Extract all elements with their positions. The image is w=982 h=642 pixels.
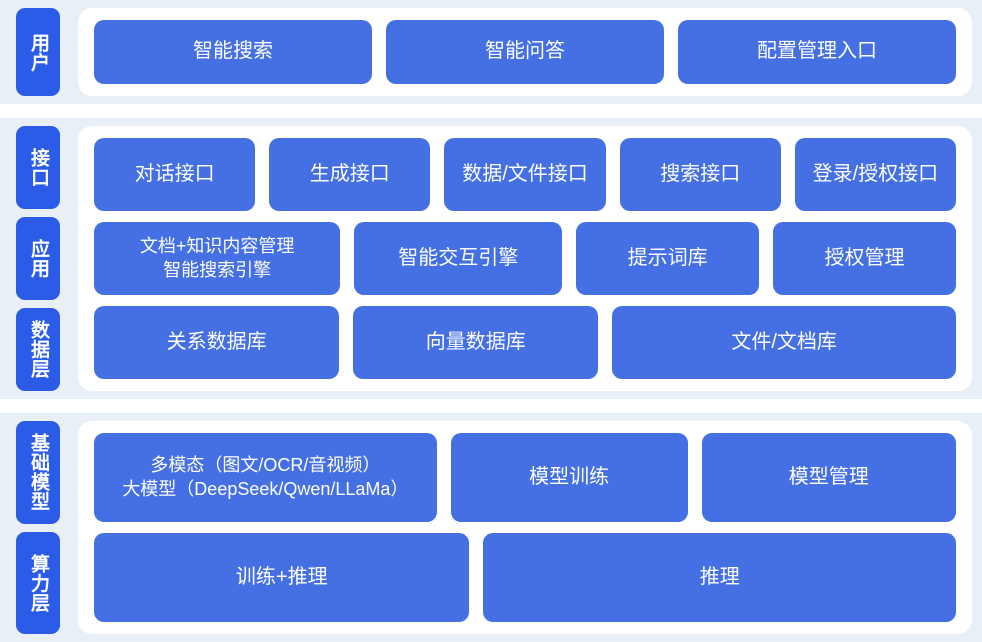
layer-row: 智能搜索智能问答配置管理入口 (94, 20, 956, 84)
layer-tab-column: 接口应用数据层 (16, 126, 60, 391)
capability-box[interactable]: 模型管理 (701, 433, 956, 522)
capability-box[interactable]: 文件/文档库 (612, 306, 956, 379)
layer-tab[interactable]: 应用 (16, 217, 60, 300)
capability-box[interactable]: 训练+推理 (94, 533, 470, 622)
capability-box[interactable]: 搜索接口 (619, 138, 781, 211)
layer-tab[interactable]: 用户 (16, 8, 60, 96)
layer-card: 对话接口生成接口数据/文件接口搜索接口登录/授权接口文档+知识内容管理 智能搜索… (78, 126, 972, 391)
layer-tab[interactable]: 接口 (16, 126, 60, 209)
layer-tab-column: 基础模型算力层 (16, 421, 60, 634)
capability-box[interactable]: 对话接口 (94, 138, 256, 211)
capability-box[interactable]: 推理 (483, 533, 956, 622)
layer-row: 关系数据库向量数据库文件/文档库 (94, 306, 956, 379)
capability-box[interactable]: 模型训练 (450, 433, 688, 522)
capability-box[interactable]: 配置管理入口 (678, 20, 956, 84)
section-gap (0, 399, 982, 413)
capability-box[interactable]: 登录/授权接口 (794, 138, 957, 211)
layer-row: 多模态（图文/OCR/音视频） 大模型（DeepSeek/Qwen/LLaMa）… (94, 433, 956, 522)
layer-tab[interactable]: 数据层 (16, 308, 60, 391)
layer-row: 文档+知识内容管理 智能搜索引擎智能交互引擎提示词库授权管理 (94, 222, 956, 295)
layer-card: 智能搜索智能问答配置管理入口 (78, 8, 972, 96)
layer-row: 对话接口生成接口数据/文件接口搜索接口登录/授权接口 (94, 138, 957, 211)
layer-tab[interactable]: 基础模型 (16, 421, 60, 524)
capability-box[interactable]: 生成接口 (269, 138, 431, 211)
model-section: 基础模型算力层多模态（图文/OCR/音视频） 大模型（DeepSeek/Qwen… (0, 413, 982, 642)
capability-box[interactable]: 智能交互引擎 (354, 222, 563, 295)
capability-box[interactable]: 数据/文件接口 (444, 138, 606, 211)
capability-box[interactable]: 向量数据库 (353, 306, 599, 379)
capability-box[interactable]: 文档+知识内容管理 智能搜索引擎 (94, 222, 341, 295)
layer-card: 多模态（图文/OCR/音视频） 大模型（DeepSeek/Qwen/LLaMa）… (78, 421, 972, 634)
layer-tab[interactable]: 算力层 (16, 531, 60, 634)
section-gap (0, 104, 982, 118)
capability-box[interactable]: 智能问答 (386, 20, 664, 84)
layer-tab-column: 用户 (16, 8, 60, 96)
capability-box[interactable]: 提示词库 (576, 222, 760, 295)
layer-row: 训练+推理推理 (94, 533, 956, 622)
user-section: 用户智能搜索智能问答配置管理入口 (0, 0, 982, 104)
capability-box[interactable]: 关系数据库 (94, 306, 340, 379)
platform-section: 接口应用数据层对话接口生成接口数据/文件接口搜索接口登录/授权接口文档+知识内容… (0, 118, 982, 399)
capability-box[interactable]: 智能搜索 (94, 20, 372, 84)
capability-box[interactable]: 多模态（图文/OCR/音视频） 大模型（DeepSeek/Qwen/LLaMa） (94, 433, 437, 522)
capability-box[interactable]: 授权管理 (773, 222, 956, 295)
